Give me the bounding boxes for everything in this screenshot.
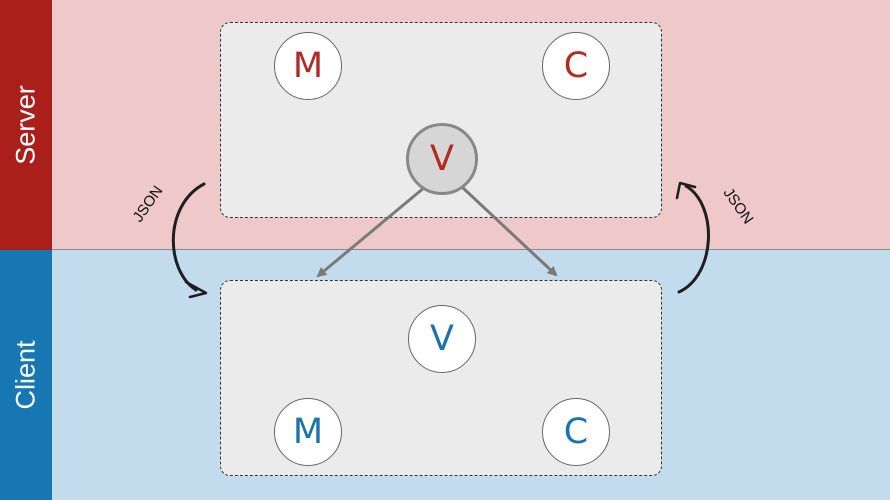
- client-model-node: M: [274, 398, 342, 466]
- view-to-client-left-arrow: [316, 185, 426, 278]
- left-json-arrowhead: [184, 280, 208, 299]
- left-json-curve-arrow: [171, 182, 206, 292]
- tier-divider: [0, 249, 890, 250]
- client-side-label: Client: [0, 250, 52, 500]
- view-to-client-right-arrow: [460, 185, 558, 277]
- server-controller-letter: C: [563, 46, 589, 86]
- server-controller-node: C: [542, 32, 610, 100]
- server-view-letter: V: [430, 139, 454, 179]
- server-view-node: V: [406, 123, 478, 195]
- client-view-node: V: [408, 305, 476, 373]
- server-model-node: M: [274, 32, 342, 100]
- client-model-letter: M: [292, 412, 324, 452]
- server-side-label: Server: [0, 0, 52, 250]
- client-controller-node: C: [542, 398, 610, 466]
- right-json-curve-arrow: [677, 184, 710, 294]
- client-controller-letter: C: [563, 412, 589, 452]
- client-view-letter: V: [430, 319, 454, 359]
- server-model-letter: M: [292, 46, 324, 86]
- right-json-arrowhead: [675, 181, 697, 200]
